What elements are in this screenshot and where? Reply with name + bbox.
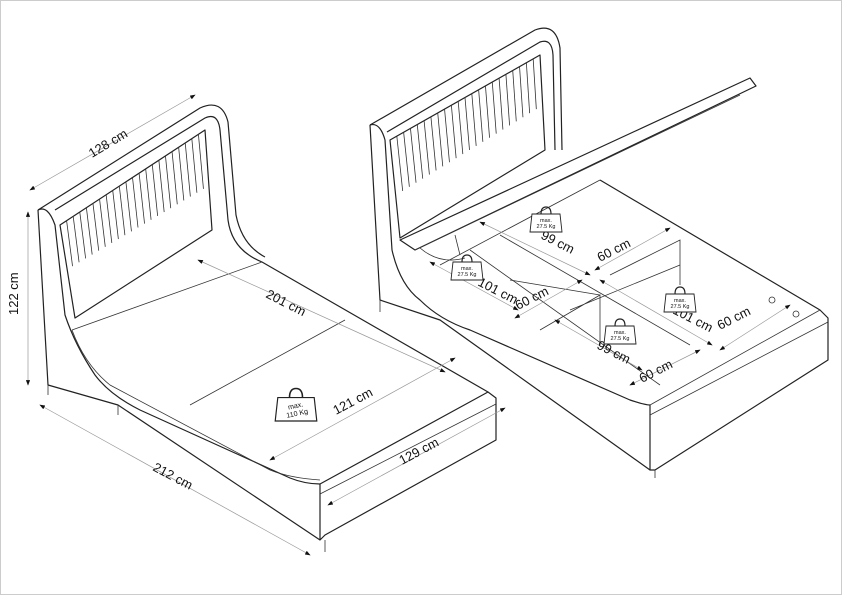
storage-lid <box>399 77 757 251</box>
headboard-slat <box>396 136 404 191</box>
headboard-slat <box>125 181 132 232</box>
dim-inner-length: 201 cm <box>264 286 309 319</box>
headboard-slat <box>403 132 410 187</box>
dimension-lines <box>25 94 791 556</box>
headboard-slat <box>505 74 510 126</box>
svg-text:max.: max. <box>461 266 473 272</box>
headboard-slat <box>519 66 524 118</box>
svg-text:27.5 Kg: 27.5 Kg <box>458 272 477 278</box>
headboard-slat <box>112 190 119 240</box>
headboard-slat <box>138 173 145 224</box>
headboard-slat <box>416 124 424 179</box>
headboard-slat <box>430 116 437 171</box>
headboard-slat <box>198 134 204 189</box>
headboard-slat <box>85 207 93 255</box>
svg-text:27.5 Kg: 27.5 Kg <box>671 304 690 310</box>
headboard-slat <box>79 211 87 259</box>
svg-text:27.5 Kg: 27.5 Kg <box>537 224 556 230</box>
headboard-slat <box>105 194 113 244</box>
headboard-slat <box>72 216 80 263</box>
headboard-slat <box>158 160 165 213</box>
left-bed-drawing <box>37 104 497 552</box>
headboard-slat <box>423 120 430 175</box>
headboard-slat <box>444 109 450 163</box>
dim-outer-length: 212 cm <box>151 459 196 492</box>
headboard-slat <box>99 199 106 247</box>
svg-text:max.: max. <box>287 401 304 412</box>
dim-right-width: 60 cm <box>715 303 753 332</box>
dim-outer-width: 129 cm <box>396 434 441 467</box>
headboard-slat <box>66 220 73 267</box>
dim-rear-width: 60 cm <box>595 235 633 264</box>
weight-icon: max. 27.5 Kg <box>529 206 563 233</box>
svg-text:max.: max. <box>674 298 686 304</box>
weight-icon: max. 110 Kg <box>274 387 318 422</box>
weight-icon: max. 27.5 Kg <box>450 254 484 281</box>
headboard-slat <box>478 89 484 142</box>
headboard-slat <box>491 82 497 134</box>
headboard-slat <box>498 78 504 130</box>
headboard-slat <box>171 151 178 205</box>
headboard-slat <box>457 101 464 155</box>
svg-text:27.5 Kg: 27.5 Kg <box>611 336 630 342</box>
headboard-slat <box>151 164 159 216</box>
dim-height: 122 cm <box>6 272 21 315</box>
headboard-slat <box>464 97 470 151</box>
dim-inner-width: 121 cm <box>330 384 375 417</box>
weight-icon: max. 27.5 Kg <box>663 286 697 313</box>
headboard-slat <box>178 147 185 201</box>
headboard-slat <box>165 155 172 209</box>
headboard-slat <box>118 186 126 236</box>
headboard-slat <box>485 85 490 138</box>
headboard-slat <box>471 93 477 146</box>
headboard-slat <box>525 62 531 114</box>
headboard-slat <box>132 177 139 228</box>
weight-icon: max. 27.5 Kg <box>603 318 637 345</box>
dim-headboard-width: 128 cm <box>86 126 130 161</box>
dim-front-width: 60 cm <box>637 356 675 385</box>
headboard-slat <box>437 112 444 167</box>
headboard-slat <box>145 168 152 220</box>
headboard-slat <box>512 70 517 122</box>
headboard-slat <box>92 203 100 251</box>
headboard-slat <box>450 105 457 159</box>
headboard-slat <box>184 142 191 197</box>
headboard-slat <box>191 138 198 193</box>
svg-text:max.: max. <box>540 218 552 224</box>
headboard-slat <box>532 58 537 110</box>
headboard-slat <box>410 128 417 183</box>
svg-text:max.: max. <box>614 330 626 336</box>
